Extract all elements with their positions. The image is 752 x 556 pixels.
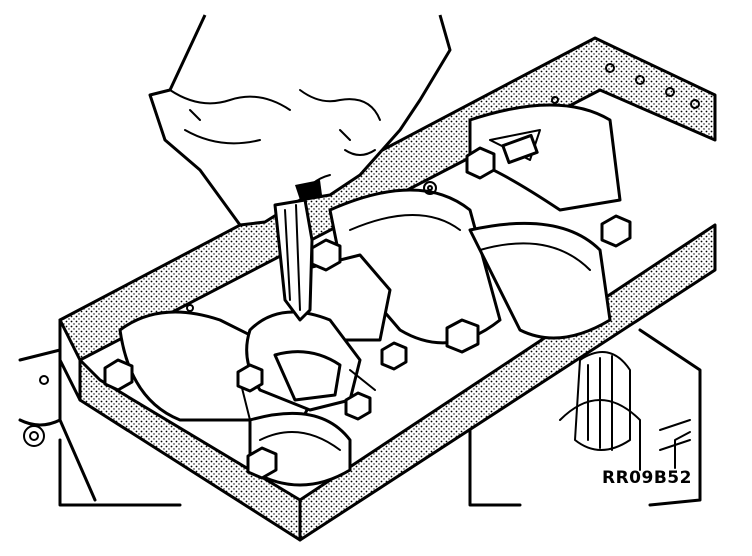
figure-reference-code: RR09B52 bbox=[602, 468, 692, 488]
bolt bbox=[465, 146, 496, 180]
bolt bbox=[310, 238, 342, 272]
connecting-rod-cap bbox=[239, 253, 392, 421]
bolt bbox=[445, 318, 480, 354]
crankcase-lower bbox=[18, 328, 702, 507]
label-leader-line bbox=[674, 431, 691, 469]
bearing-cap-bolts bbox=[103, 146, 632, 480]
bolt bbox=[600, 214, 632, 248]
bolt bbox=[380, 341, 408, 371]
hand-with-feeler-gauge bbox=[148, 14, 452, 322]
bolt bbox=[246, 446, 278, 480]
bolt bbox=[103, 358, 134, 392]
bolt bbox=[344, 391, 372, 421]
bolt bbox=[236, 363, 264, 393]
